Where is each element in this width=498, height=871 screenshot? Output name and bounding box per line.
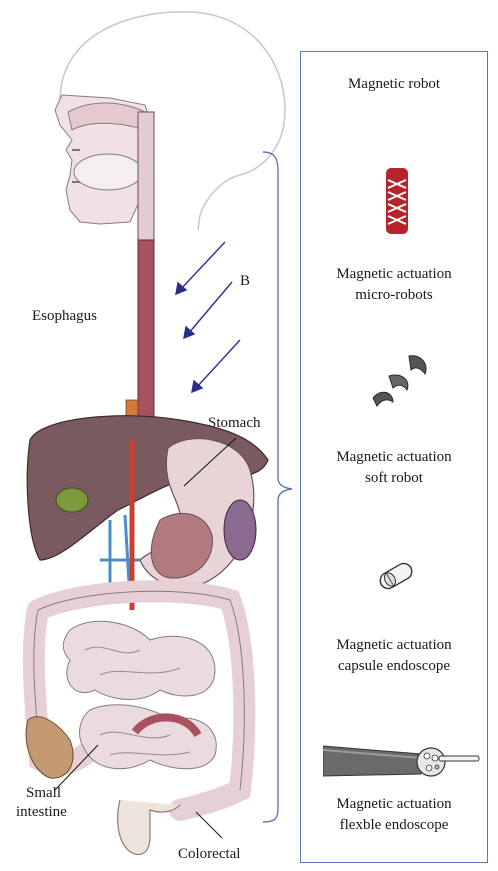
bracket <box>263 152 292 822</box>
panel-title: Magnetic robot <box>301 76 487 93</box>
caption-micro-robots: Magnetic actuation micro-robots <box>301 264 487 306</box>
caption-capsule-endoscope: Magnetic actuation capsule endoscope <box>301 635 487 677</box>
esophagus-upper <box>138 112 154 242</box>
caption-flexible-endoscope-line1: Magnetic actuation <box>301 794 487 815</box>
spleen <box>224 500 256 560</box>
micro-robot-icon <box>382 166 412 238</box>
caption-capsule-endoscope-line1: Magnetic actuation <box>301 635 487 656</box>
flexible-endoscope-icon <box>323 730 483 784</box>
field-label: B <box>240 272 250 290</box>
esophagus-tube <box>138 240 154 420</box>
colon <box>34 591 245 810</box>
esophagus-label: Esophagus <box>32 307 97 325</box>
caption-micro-robots-line2: micro-robots <box>301 285 487 306</box>
caption-flexible-endoscope: Magnetic actuation flexble endoscope <box>301 794 487 836</box>
gallbladder <box>56 488 88 512</box>
magnetic-field-arrows <box>176 242 240 392</box>
caption-micro-robots-line1: Magnetic actuation <box>301 264 487 285</box>
small-intestine-label-line2: intestine <box>16 803 67 821</box>
caption-soft-robot: Magnetic actuation soft robot <box>301 447 487 489</box>
tongue <box>74 154 142 190</box>
small-intestine <box>63 621 216 768</box>
caption-soft-robot-line1: Magnetic actuation <box>301 447 487 468</box>
cecum <box>26 717 73 778</box>
small-intestine-label-line1: Small <box>26 784 61 802</box>
caption-flexible-endoscope-line2: flexble endoscope <box>301 815 487 836</box>
caption-soft-robot-line2: soft robot <box>301 468 487 489</box>
soft-robot-icon <box>371 348 431 418</box>
magnetic-robot-panel: Magnetic robot Magnetic actuation micro-… <box>300 51 488 863</box>
colorectal-leader <box>196 812 222 838</box>
rectum <box>118 800 180 854</box>
caption-capsule-endoscope-line2: capsule endoscope <box>301 656 487 677</box>
colorectal-label: Colorectal <box>178 845 240 863</box>
stomach-label: Stomach <box>208 414 261 432</box>
capsule-endoscope-icon <box>375 558 417 594</box>
